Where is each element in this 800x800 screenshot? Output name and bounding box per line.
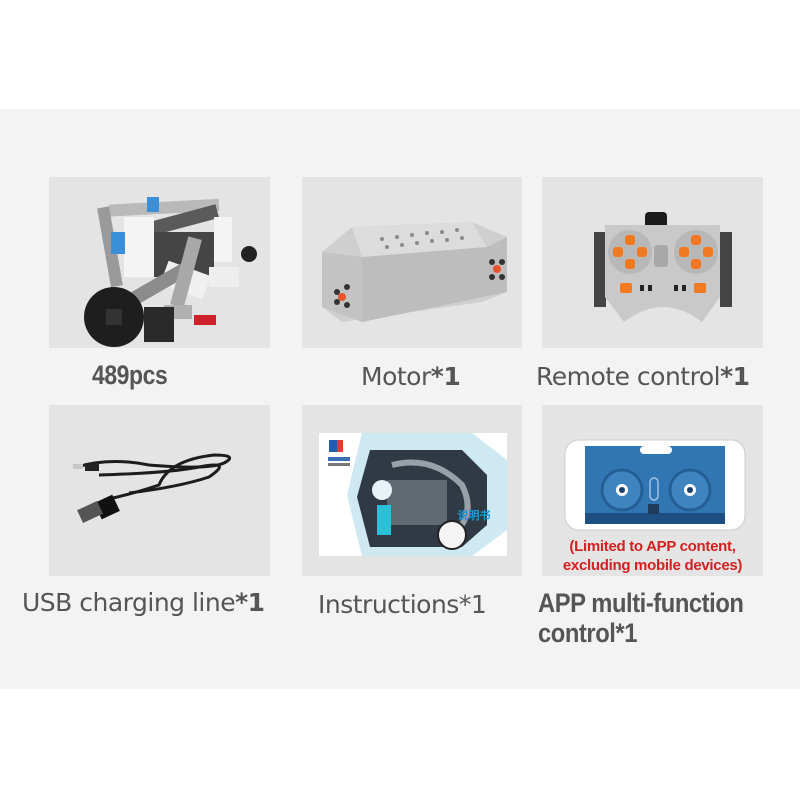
booklet-title: 说明书 (458, 508, 491, 522)
motor-label: Motor*1 (361, 362, 461, 391)
remote-control-label-qty: *1 (720, 362, 750, 391)
usb-cable-label-text: USB charging line (22, 588, 236, 617)
app-note-line-2: excluding mobile devices) (562, 557, 743, 574)
app-control-label-line-2: control*1 (538, 618, 638, 648)
instructions-label-qty: *1 (458, 590, 487, 619)
usb-cable-label: USB charging line*1 (22, 588, 265, 617)
app-control-image: (Limited to APP content, excluding mobil… (542, 405, 763, 576)
app-note-line-1: (Limited to APP content, (569, 538, 736, 555)
phone-app-icon (564, 439, 746, 531)
app-control-label: APP multi-function control*1 (538, 588, 744, 648)
usb-cable-image (49, 405, 270, 576)
parts-count-label: 489pcs (92, 360, 168, 390)
motor-label-qty: *1 (430, 362, 461, 391)
remote-control-image (542, 177, 763, 348)
motor-image (302, 177, 522, 348)
remote-control-label-text: Remote control (536, 362, 721, 391)
usb-cable-label-qty: *1 (235, 588, 265, 617)
motor-block-icon (322, 222, 507, 322)
parts-image (49, 177, 270, 348)
app-note: (Limited to APP content, excluding mobil… (542, 537, 763, 575)
parts-pile-icon (84, 197, 257, 347)
remote-control-icon (594, 212, 732, 322)
instruction-booklet-icon: 说明书 (319, 433, 507, 556)
app-control-label-line-1: APP multi-function (538, 588, 744, 618)
instructions-image: 说明书 (302, 405, 522, 576)
remote-control-label: Remote control*1 (536, 362, 750, 391)
instructions-label: Instructions*1 (318, 590, 487, 619)
motor-label-text: Motor (361, 362, 431, 391)
usb-cable-icon (73, 453, 232, 523)
instructions-label-text: Instructions (318, 590, 459, 619)
